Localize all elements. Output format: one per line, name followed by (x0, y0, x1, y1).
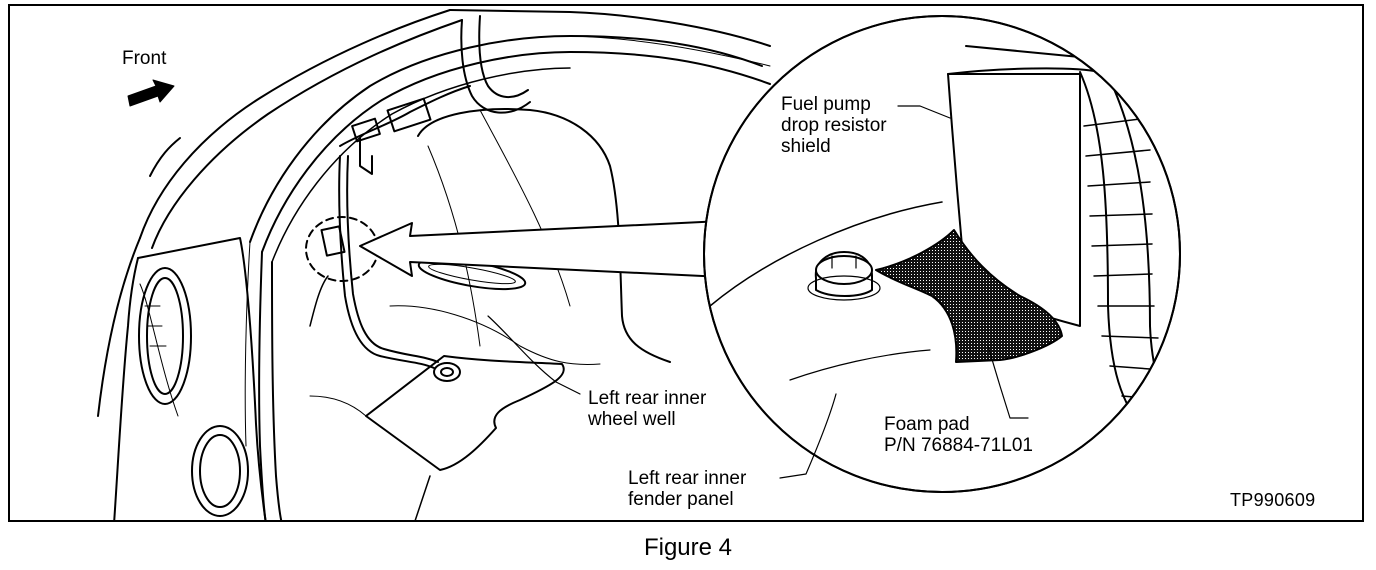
zoom-detail (704, 16, 1190, 492)
front-label: Front (122, 48, 167, 69)
fuel-pump-shield-line-3: shield (781, 136, 831, 157)
foam-pad-part-number: P/N 76884-71L01 (884, 435, 1033, 456)
foam-pad-label: Foam pad P/N 76884-71L01 (884, 414, 1033, 456)
inner-fender-panel-label: Left rear inner fender panel (628, 468, 746, 510)
detail-callout-arrow-icon (360, 220, 744, 278)
fuel-pump-shield-line-1: Fuel pump (781, 94, 871, 115)
diagram-frame: Front Fuel pump drop resistor shield Lef… (8, 4, 1364, 522)
inner-wheel-well-line-2: wheel well (588, 409, 676, 430)
fuel-pump-shield-line-2: drop resistor (781, 115, 887, 136)
trunk-illustration (10, 6, 1364, 522)
front-arrow-icon (128, 80, 174, 106)
trunk-body (98, 10, 770, 522)
inner-wheel-well-label: Left rear inner wheel well (588, 388, 706, 430)
inner-wheel-well-line-1: Left rear inner (588, 388, 707, 409)
fuel-pump-shield-label: Fuel pump drop resistor shield (781, 94, 887, 157)
figure-caption: Figure 4 (643, 534, 733, 561)
figure-code: TP990609 (1230, 490, 1316, 510)
inner-fender-panel-line-1: Left rear inner (628, 468, 747, 489)
inner-fender-panel-line-2: fender panel (628, 489, 734, 510)
foam-pad-line-1: Foam pad (884, 414, 970, 435)
